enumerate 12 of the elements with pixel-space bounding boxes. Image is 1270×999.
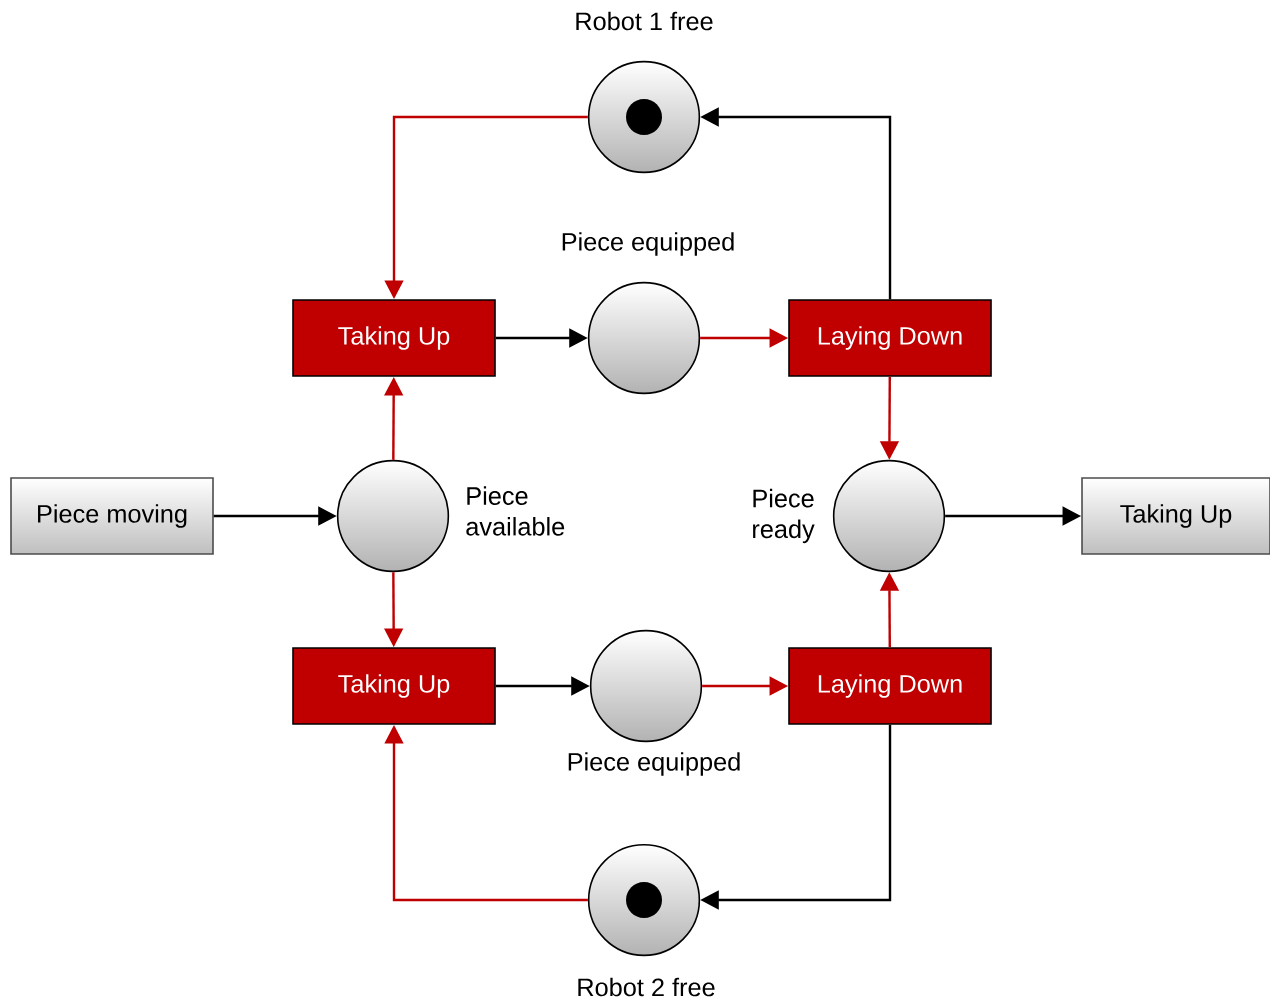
process-box: Piece moving (10, 477, 214, 555)
place-label: Piece equipped (562, 232, 734, 256)
place-label: Robot 1 free (576, 11, 713, 31)
place-label: Piece ready (753, 488, 815, 544)
transition-box: Taking Up (292, 647, 496, 725)
transition-box: Laying Down (788, 299, 992, 377)
place-label: Piece available (466, 486, 565, 536)
place-label: Robot 2 free (578, 977, 715, 997)
transition-box: Taking Up (292, 299, 496, 377)
process-box: Taking Up (1081, 477, 1270, 555)
transition-box: Laying Down (788, 647, 992, 725)
place-label: Piece equipped (568, 752, 740, 776)
